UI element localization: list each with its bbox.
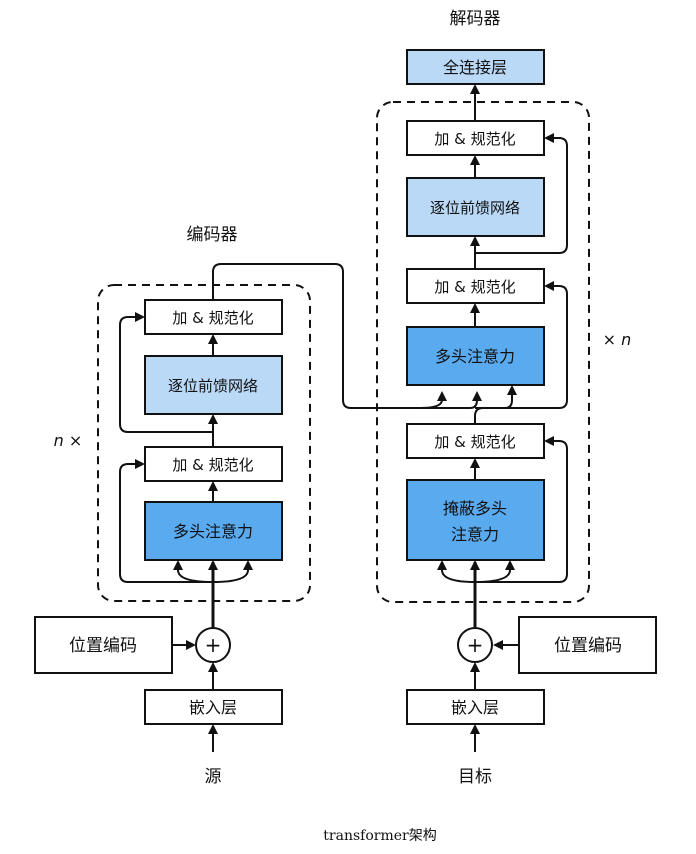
svg-text:嵌入层: 嵌入层 [451, 698, 499, 717]
encoder-add-norm-top: 加 & 规范化 [144, 299, 283, 335]
svg-text:位置编码: 位置编码 [554, 636, 622, 656]
decoder-title: 解码器 [450, 9, 501, 29]
svg-text:加 & 规范化: 加 & 规范化 [434, 278, 515, 296]
svg-text:加 & 规范化: 加 & 规范化 [172, 456, 253, 474]
svg-text:加 & 规范化: 加 & 规范化 [434, 130, 515, 148]
svg-text:注意力: 注意力 [451, 525, 499, 544]
encoder-embedding: 嵌入层 [144, 689, 283, 725]
svg-text:加 & 规范化: 加 & 规范化 [172, 309, 253, 327]
svg-text:位置编码: 位置编码 [69, 636, 137, 656]
decoder-embedding: 嵌入层 [406, 689, 545, 725]
svg-text:+: + [467, 633, 484, 657]
svg-text:加 & 规范化: 加 & 规范化 [434, 433, 515, 451]
decoder-ffn-block: 逐位前馈网络 [406, 177, 545, 237]
decoder-masked-attention-block: 掩蔽多头 注意力 [406, 479, 545, 561]
decoder-add-norm-bottom: 加 & 规范化 [406, 423, 545, 459]
svg-text:全连接层: 全连接层 [443, 58, 507, 77]
svg-text:多头注意力: 多头注意力 [435, 347, 515, 366]
svg-text:逐位前馈网络: 逐位前馈网络 [168, 377, 258, 395]
svg-text:嵌入层: 嵌入层 [189, 698, 237, 717]
encoder-repeat-label: n × [54, 431, 83, 450]
decoder-input-label: 目标 [458, 767, 492, 787]
encoder-positional-encoding: 位置编码 [34, 616, 173, 674]
decoder-fc-block: 全连接层 [406, 49, 545, 85]
decoder-add-norm-top: 加 & 规范化 [406, 120, 545, 156]
svg-text:逐位前馈网络: 逐位前馈网络 [430, 199, 520, 217]
encoder-dashed-block [97, 284, 311, 602]
encoder-ffn-block: 逐位前馈网络 [144, 355, 283, 415]
encoder-add-norm-bottom: 加 & 规范化 [144, 446, 283, 482]
encoder-attention-block: 多头注意力 [144, 501, 283, 561]
svg-text:+: + [205, 633, 222, 657]
decoder-positional-encoding: 位置编码 [518, 616, 657, 674]
decoder-add-norm-middle: 加 & 规范化 [406, 268, 545, 304]
decoder-dashed-block [376, 101, 590, 603]
svg-text:多头注意力: 多头注意力 [173, 522, 253, 541]
decoder-attention-block: 多头注意力 [406, 326, 545, 386]
figure-caption: transformer架构 [323, 828, 436, 844]
encoder-input-label: 源 [205, 767, 222, 787]
decoder-repeat-label: × n [603, 330, 632, 349]
decoder-add-circle: + [457, 627, 493, 663]
encoder-title: 编码器 [187, 225, 238, 245]
encoder-add-circle: + [195, 627, 231, 663]
svg-text:掩蔽多头: 掩蔽多头 [443, 499, 507, 518]
